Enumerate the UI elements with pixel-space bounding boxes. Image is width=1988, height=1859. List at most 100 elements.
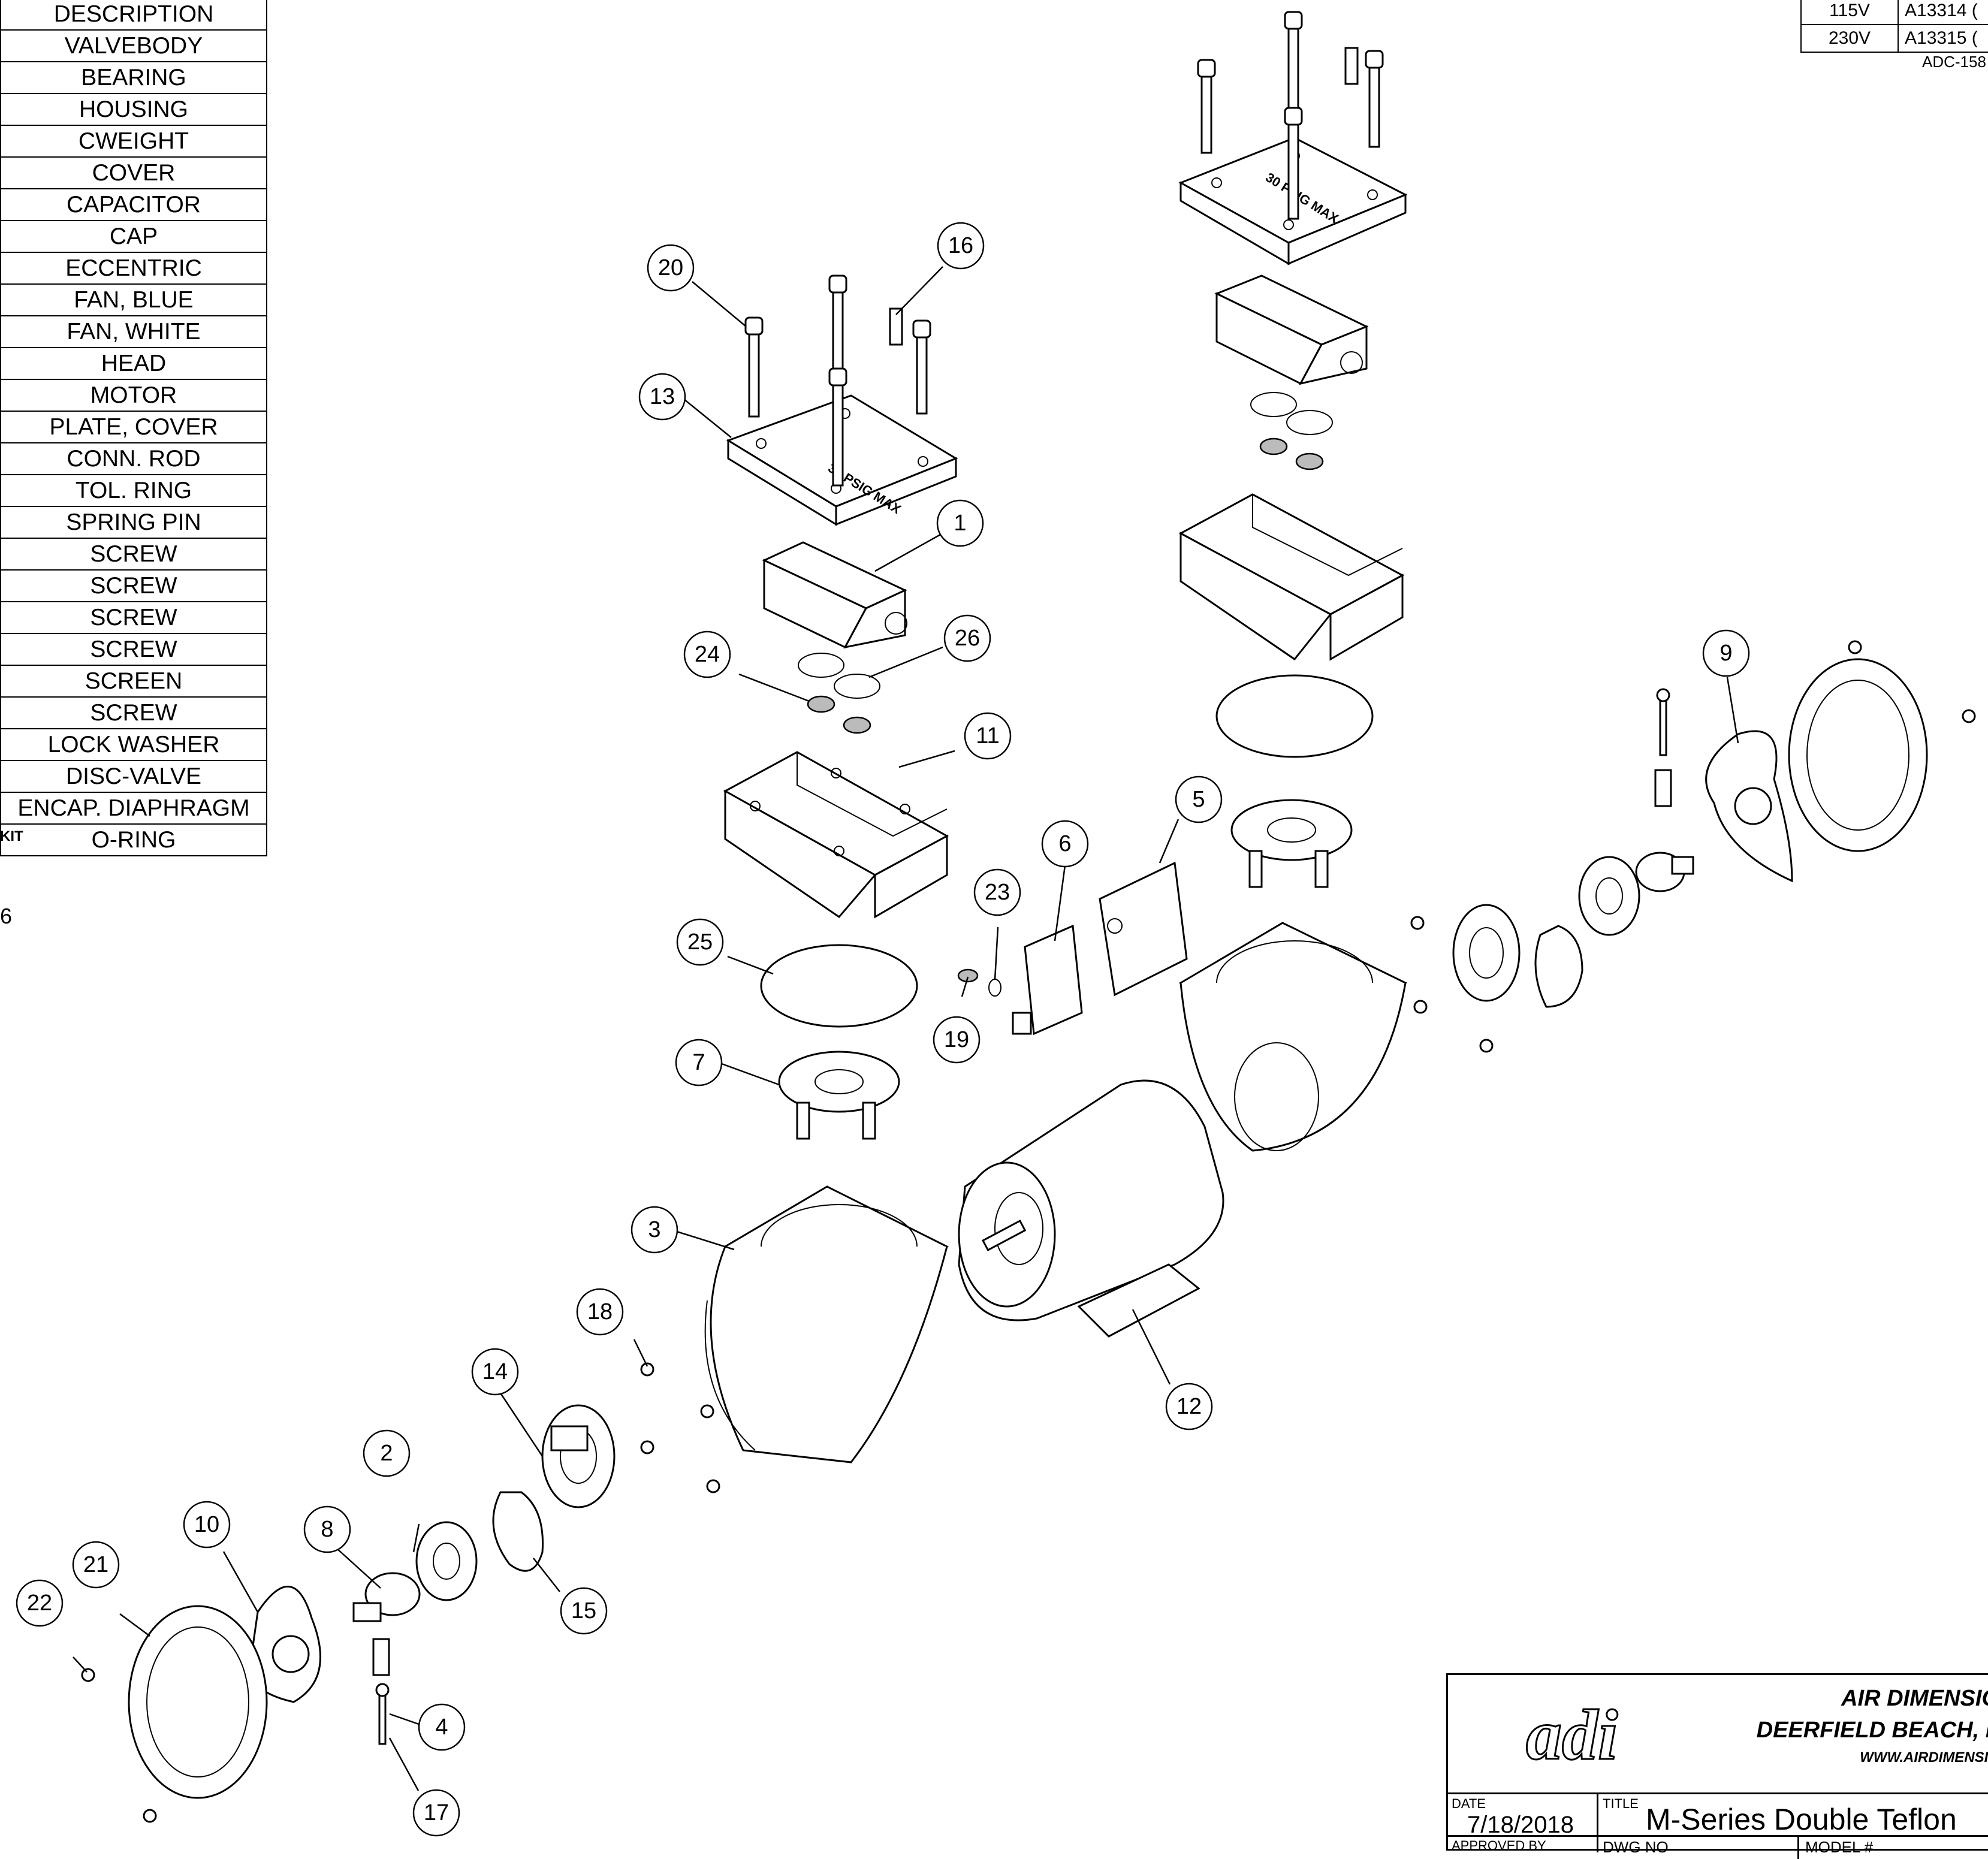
parts-table-row: COVER [0, 158, 267, 189]
balloon-circle [412, 1789, 460, 1837]
parts-table-row: ECCENTRIC [0, 253, 267, 285]
screen-left [128, 1605, 268, 1799]
head-right [1178, 493, 1405, 661]
parts-table-row: SCREW [0, 571, 267, 602]
kit-note: KIT [0, 828, 23, 844]
company-logo: adi [1525, 1694, 1619, 1776]
callout-balloon-14: 14 [471, 1348, 519, 1396]
callout-balloon-20: 20 [647, 244, 695, 292]
balloon-number: 24 [695, 642, 720, 667]
voltage-row: 115V A13314 ( [1800, 0, 1988, 25]
divider [1448, 1835, 1988, 1837]
balloon-number: 1 [954, 511, 966, 536]
housing-left [704, 1185, 949, 1463]
balloon-number: 21 [83, 1552, 108, 1577]
balloon-number: 23 [985, 880, 1010, 905]
balloon-circle [1165, 1383, 1213, 1431]
parts-table-row: VALVEBODY [0, 31, 267, 62]
callout-balloon-24: 24 [683, 630, 731, 678]
voltage-row: 230V A13315 ( [1800, 25, 1988, 53]
balloon-circle [964, 712, 1012, 760]
callout-balloon-13: 13 [638, 373, 686, 421]
callout-balloon-9: 9 [1702, 629, 1750, 677]
diaphragm-right [1215, 674, 1374, 758]
balloon-circle [943, 614, 991, 662]
callout-balloon-16: 16 [937, 222, 985, 270]
tol-ring-right [1534, 925, 1583, 1008]
balloon-number: 5 [1192, 787, 1205, 812]
fan-left [248, 1586, 322, 1703]
callout-balloon-4: 4 [418, 1703, 466, 1751]
balloon-number: 3 [648, 1217, 660, 1242]
voltage-cell: 230V [1802, 25, 1899, 52]
conn-rod-right [1230, 799, 1353, 888]
company-website: WWW.AIRDIMENSIO [1860, 1749, 1988, 1766]
balloon-number: 4 [435, 1715, 448, 1740]
callout-balloon-26: 26 [943, 614, 991, 662]
valvebody-left [762, 541, 907, 649]
balloon-number: 19 [944, 1027, 969, 1052]
approved-label: APPROVED BY [1452, 1838, 1546, 1853]
balloon-circle [638, 373, 686, 421]
parts-table-row: ENCAP. DIAPHRAGM [0, 793, 267, 825]
company-name: AIR DIMENSIO [1841, 1686, 1988, 1711]
fan-right [1705, 730, 1793, 883]
balloon-number: 12 [1176, 1394, 1202, 1419]
row-number-note: 6 [0, 904, 13, 928]
callout-balloon-17: 17 [412, 1789, 460, 1837]
conn-rod-left [778, 1051, 900, 1140]
callout-balloons: 1234567891011121314151617181920212223242… [16, 222, 1750, 1837]
screws-right [1197, 11, 1384, 220]
balloon-number: 8 [321, 1517, 333, 1542]
cover-left [541, 1404, 616, 1508]
balloon-circle [631, 1206, 678, 1254]
balloon-circle [303, 1505, 351, 1553]
parts-table-row: FAN, BLUE [0, 285, 267, 316]
part-number-cell: A13315 ( [1905, 28, 1978, 48]
parts-table-row: DISC-VALVE [0, 761, 267, 793]
callout-balloon-1: 1 [936, 499, 984, 547]
eccentric-right [1635, 852, 1694, 892]
balloon-circle [647, 244, 695, 292]
date-value: 7/18/2018 [1467, 1812, 1574, 1838]
voltage-cell: 115V [1802, 0, 1899, 24]
callout-balloon-5: 5 [1175, 775, 1223, 823]
leader-lines [73, 266, 1739, 1791]
bearing-left [415, 1521, 478, 1601]
balloon-number: 6 [1058, 831, 1071, 856]
screen-right [1788, 658, 1928, 852]
cap [1099, 861, 1188, 997]
callout-balloon-18: 18 [576, 1288, 624, 1336]
balloon-number: 11 [976, 723, 999, 749]
parts-table-row: CWEIGHT [0, 126, 267, 158]
dwg-no-label: DWG NO [1603, 1838, 1669, 1856]
callout-balloon-11: 11 [964, 712, 1012, 760]
balloon-number: 16 [948, 233, 973, 258]
balloon-circle [576, 1288, 624, 1336]
logo-lettering: adi [1526, 1695, 1618, 1774]
parts-table-row: BEARING [0, 62, 267, 94]
parts-table-row: SCREW [0, 602, 267, 634]
balloon-number: 7 [692, 1050, 705, 1075]
parts-table-row: TOL. RING [0, 475, 267, 507]
screws-left [744, 274, 931, 487]
parts-table-row: SCREW [0, 698, 267, 729]
title-block: adi AIR DIMENSIO DEERFIELD BEACH, F WWW.… [1446, 1673, 1988, 1859]
balloon-number: 17 [424, 1800, 449, 1825]
divider [1797, 1835, 1799, 1859]
balloon-circle [937, 222, 985, 270]
company-city: DEERFIELD BEACH, F [1756, 1718, 1988, 1743]
balloon-number: 13 [650, 384, 675, 409]
housing-right [1178, 922, 1408, 1152]
parts-table-row: SCREEN [0, 666, 267, 698]
callout-balloon-3: 3 [631, 1206, 678, 1254]
callout-balloon-25: 25 [676, 918, 724, 966]
parts-table-header: DESCRIPTION [0, 0, 267, 31]
parts-table-row: PLATE, COVER [0, 412, 267, 443]
part-number-cell: A13314 ( [1905, 1, 1978, 20]
cover-right [1452, 904, 1521, 1002]
balloon-circle [936, 499, 984, 547]
